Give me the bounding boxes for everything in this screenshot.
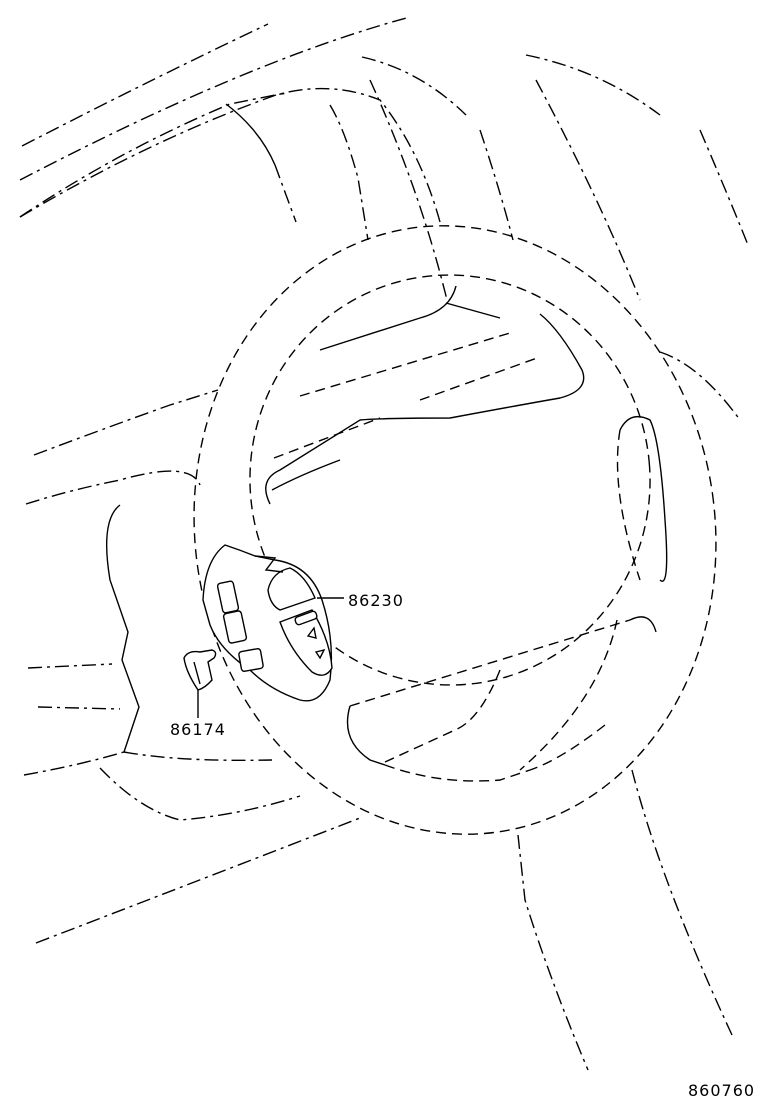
dash-cowl: [23, 389, 361, 944]
pad-switch-86230: [202, 544, 333, 702]
callout-label-86230[interactable]: 86230: [348, 591, 404, 610]
clip-86174: [183, 649, 217, 691]
lower-spoke: [346, 616, 657, 782]
steering-column: [517, 769, 733, 1071]
callout-label-86174[interactable]: 86174: [170, 720, 226, 739]
steering-wheel-rim: [193, 225, 717, 835]
upper-spokes: [265, 285, 741, 582]
dashboard-outline: [19, 16, 749, 301]
figure-code: 860760: [688, 1081, 755, 1100]
